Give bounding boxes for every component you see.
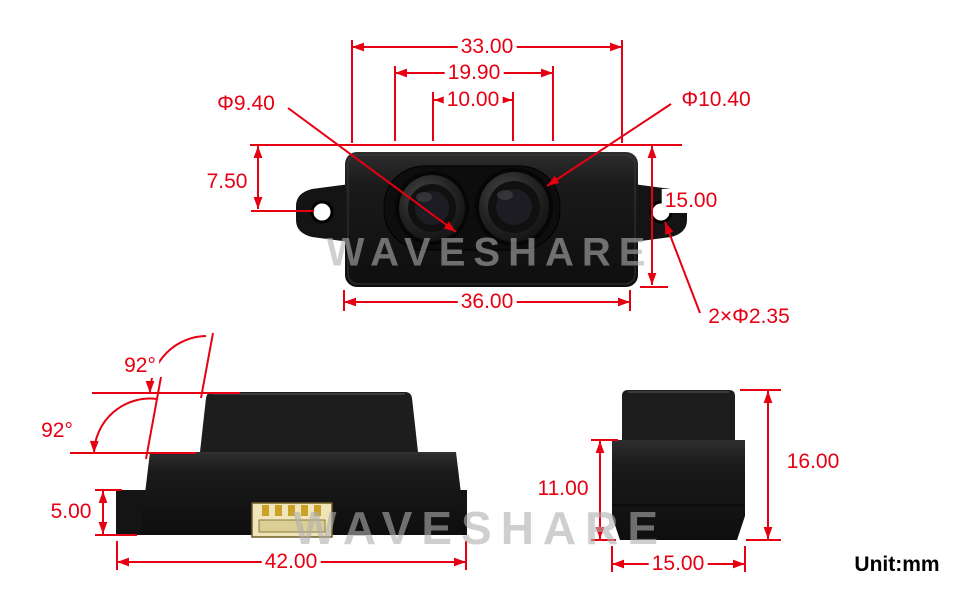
- unit-label: Unit:mm: [854, 553, 940, 576]
- connector-pin: [288, 505, 295, 516]
- dim-side-overall-width: 42.00: [261, 549, 321, 575]
- dim-side-top-angle: 92°: [121, 353, 159, 379]
- connector-pin: [301, 505, 308, 516]
- profile-turret: [622, 390, 735, 442]
- mount-hole-left: [310, 200, 334, 224]
- front-view: [296, 152, 687, 287]
- side-turret: [200, 392, 418, 452]
- dim-side-side-angle: 92°: [38, 418, 76, 444]
- connector-pin: [314, 505, 321, 516]
- lens-left: [395, 171, 469, 245]
- dim-front-top-to-hole: 7.50: [203, 169, 251, 195]
- dim-front-right-lens-diameter: Φ10.40: [678, 87, 754, 113]
- sensor-body-rim: [347, 154, 636, 285]
- side-view-dimensions: [70, 332, 467, 570]
- dim-profile-overall-height: 16.00: [783, 449, 843, 475]
- side-base: [140, 452, 466, 535]
- dim-front-left-lens-diameter: Φ9.40: [214, 91, 278, 117]
- dim-front-body-height: 15.00: [661, 188, 721, 214]
- dim-front-overall-width: 33.00: [457, 34, 517, 60]
- dim-front-bottom-width: 36.00: [457, 289, 517, 315]
- dim-profile-overall-width: 15.00: [648, 551, 708, 577]
- dim-front-lens-center-span: 10.00: [443, 87, 503, 113]
- dim-side-flange-height: 5.00: [47, 499, 95, 525]
- profile-base: [612, 440, 745, 540]
- connector: [251, 502, 333, 538]
- dim-profile-base-height: 11.00: [534, 476, 592, 502]
- connector-pin: [275, 505, 282, 516]
- dim-front-lens-outer-span: 19.90: [444, 60, 504, 86]
- lens-right: [475, 168, 553, 246]
- dim-front-mount-holes: 2×Φ2.35: [705, 304, 793, 330]
- profile-view: [612, 390, 745, 540]
- side-view: [116, 392, 467, 538]
- connector-pin: [262, 505, 269, 516]
